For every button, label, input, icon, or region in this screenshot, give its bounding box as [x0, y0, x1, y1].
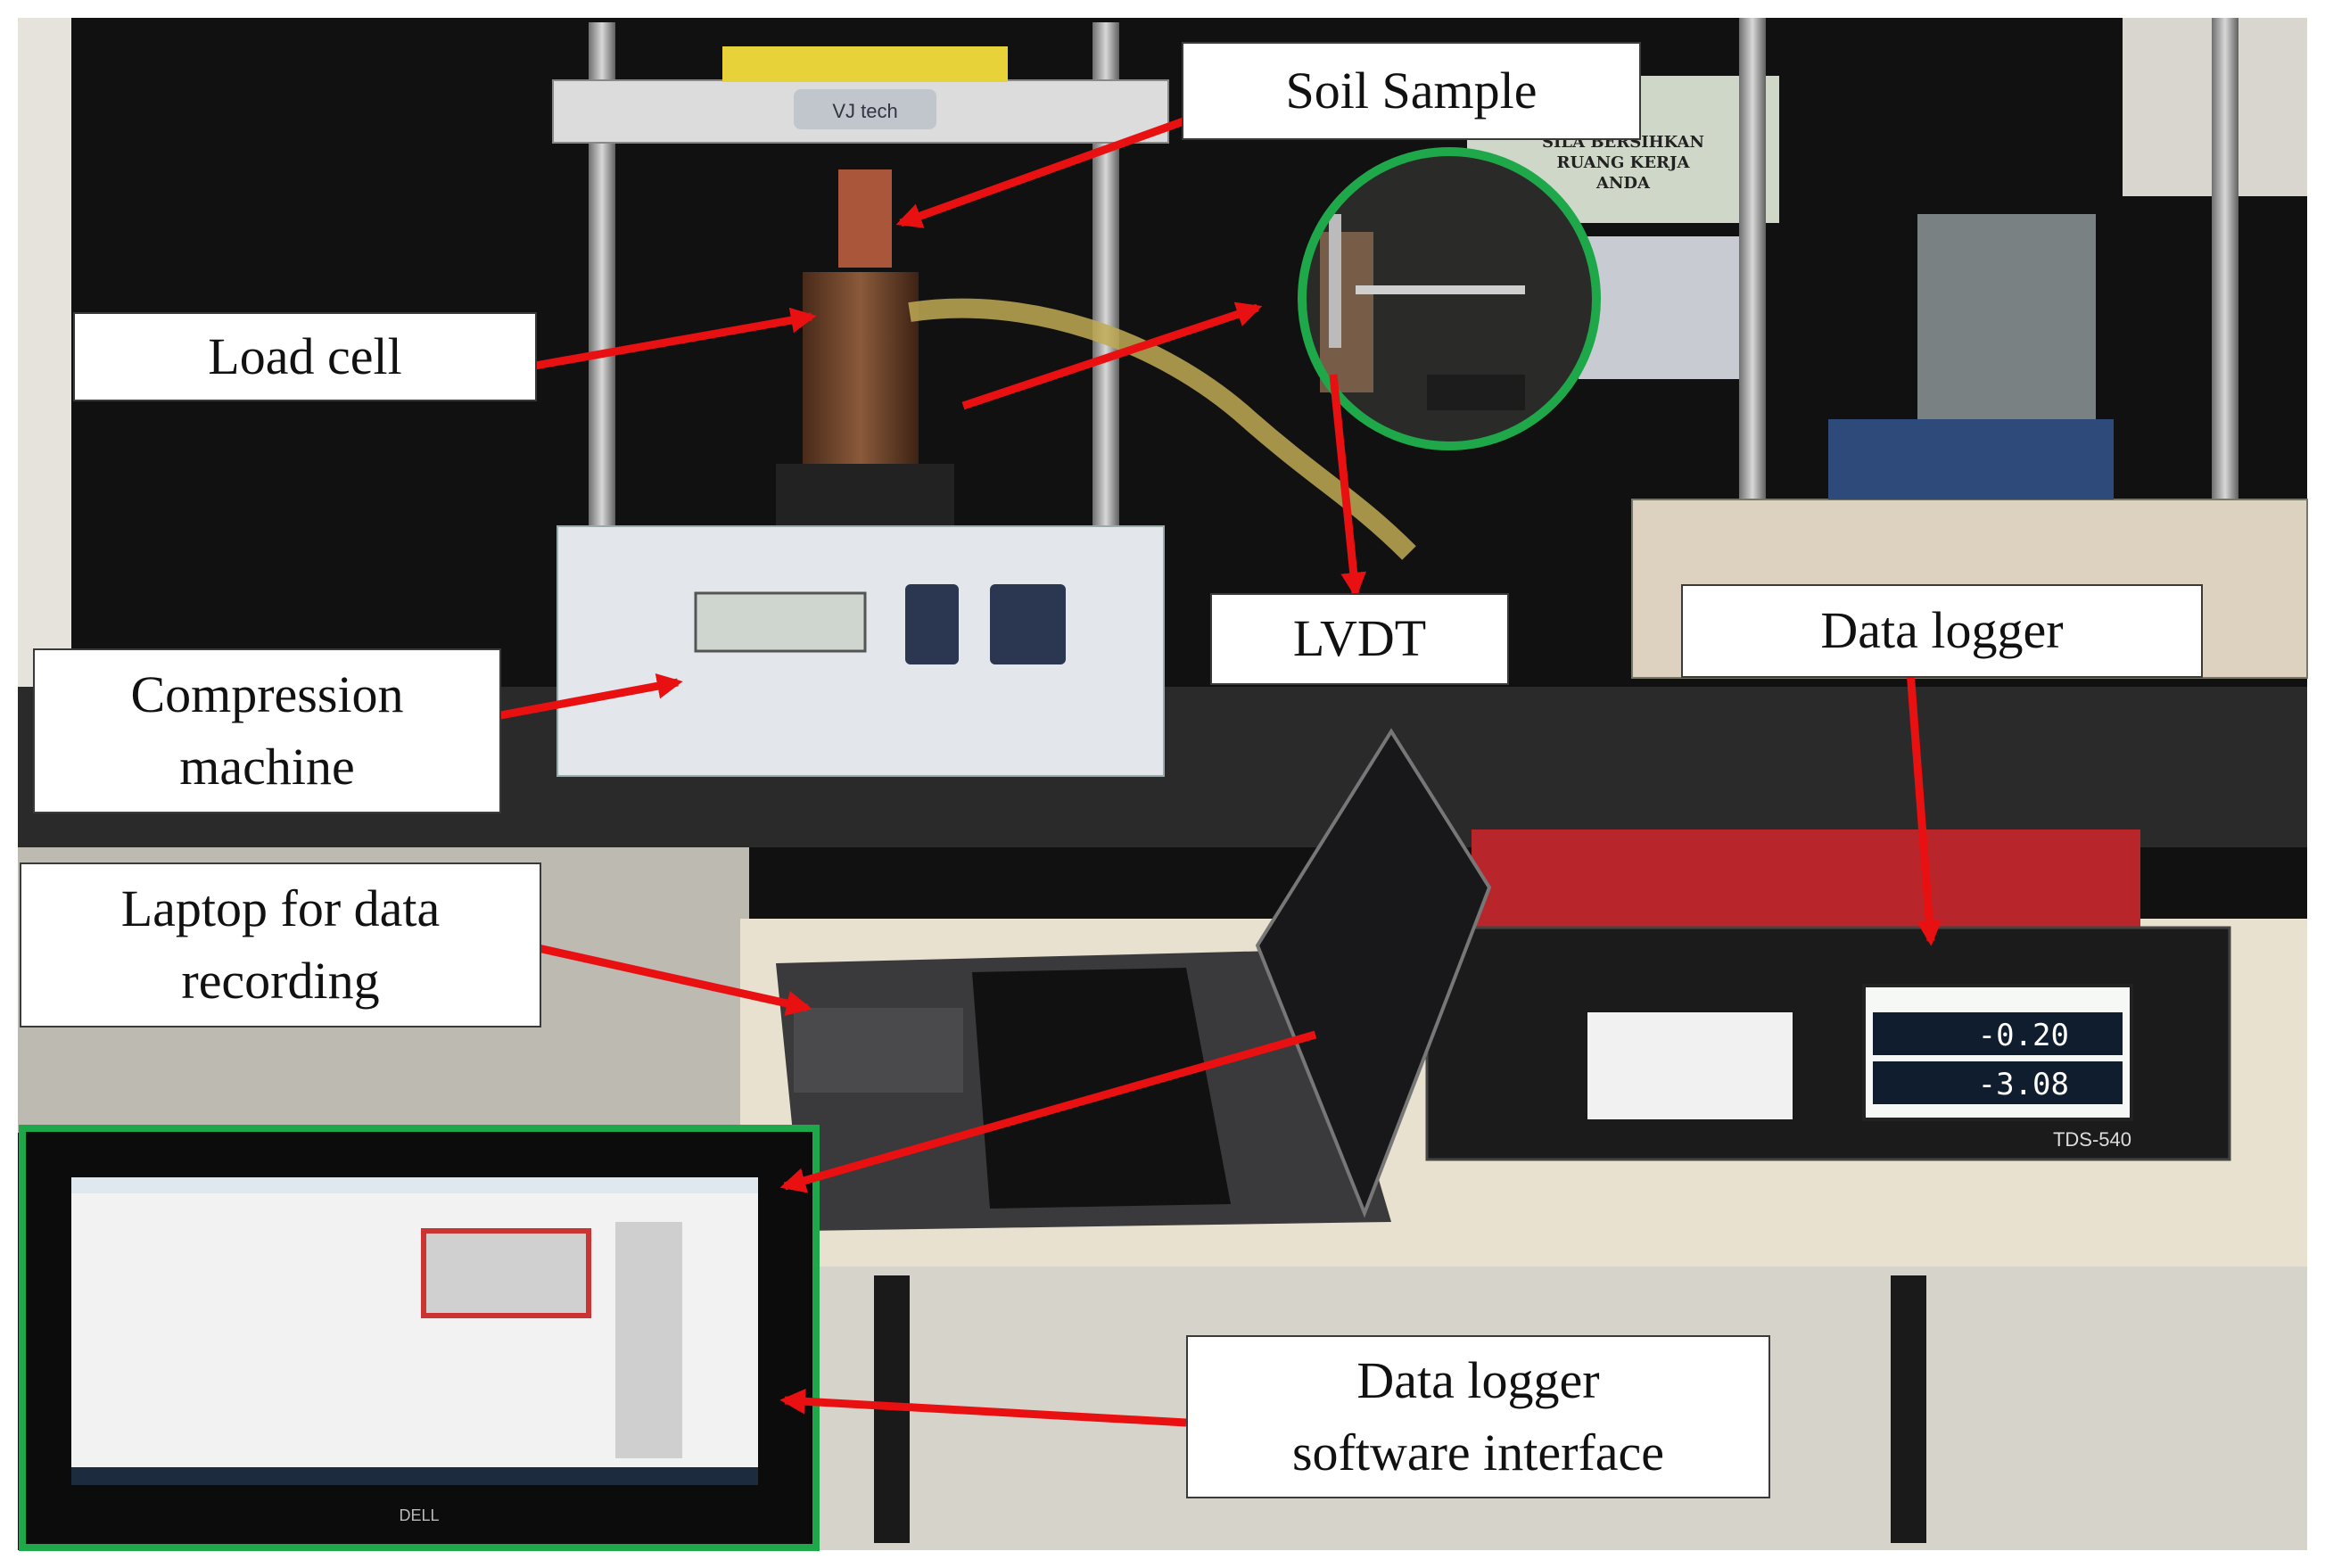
arrow-soil-sample	[895, 116, 1188, 228]
callout-arrows	[485, 116, 1942, 1427]
label-data-logger: Data logger	[1681, 584, 2203, 678]
logger-model-text: TDS-540	[2053, 1128, 2131, 1151]
wall-document	[1579, 236, 1757, 379]
load-cell-body	[803, 272, 919, 473]
arrow-laptop	[525, 941, 812, 1017]
laptop-screen	[1255, 728, 1492, 1218]
arrow-data-logger	[1906, 670, 1942, 946]
label-lvdt: LVDT	[1210, 593, 1509, 685]
arrow-compression-machine	[485, 673, 683, 722]
notice-line-3: ANDA	[1595, 174, 1651, 193]
label-laptop: Laptop for data recording	[20, 862, 541, 1027]
console-keypad	[905, 584, 1066, 664]
compression-machine: VJ tech	[552, 22, 1416, 777]
laptop-keyboard	[972, 968, 1231, 1209]
bench-leg-right	[1891, 1275, 1926, 1543]
vj-tech-plate	[794, 89, 936, 129]
data-logger-device: -0.20 -3.08 TDS-540	[1425, 829, 2231, 1161]
label-software-interface: Data logger software interface	[1186, 1335, 1770, 1498]
notice-line-2: RUANG KERJA	[1557, 153, 1691, 172]
console-display	[694, 591, 867, 653]
label-soil-sample: Soil Sample	[1182, 42, 1641, 140]
arrow-laptop-to-inset	[779, 1030, 1317, 1193]
hose	[908, 298, 1416, 560]
arrow-load-cell	[534, 307, 817, 370]
logger-reading-2: -3.08	[1978, 1067, 2069, 1102]
logger-printer-slot	[1587, 1012, 1793, 1119]
lvdt-magnifier	[1298, 147, 1601, 450]
monitor-brand-text: DELL	[399, 1506, 439, 1524]
label-load-cell: Load cell	[73, 312, 537, 401]
logger-reading-1: -0.20	[1978, 1018, 2069, 1053]
arrow-lvdt-to-magnifier	[961, 301, 1263, 410]
label-compression-machine: Compression machine	[33, 648, 501, 813]
laptop-touchpad	[794, 1008, 963, 1093]
software-inset-frame	[19, 1125, 820, 1551]
soil-sample-cylinder	[838, 169, 892, 268]
arrow-lvdt-label	[1329, 374, 1366, 598]
software-inset: DELL	[19, 1125, 820, 1551]
arrow-software-interface	[779, 1388, 1187, 1427]
laptop	[776, 728, 1492, 1231]
frame-brand-text: VJ tech	[832, 100, 897, 122]
